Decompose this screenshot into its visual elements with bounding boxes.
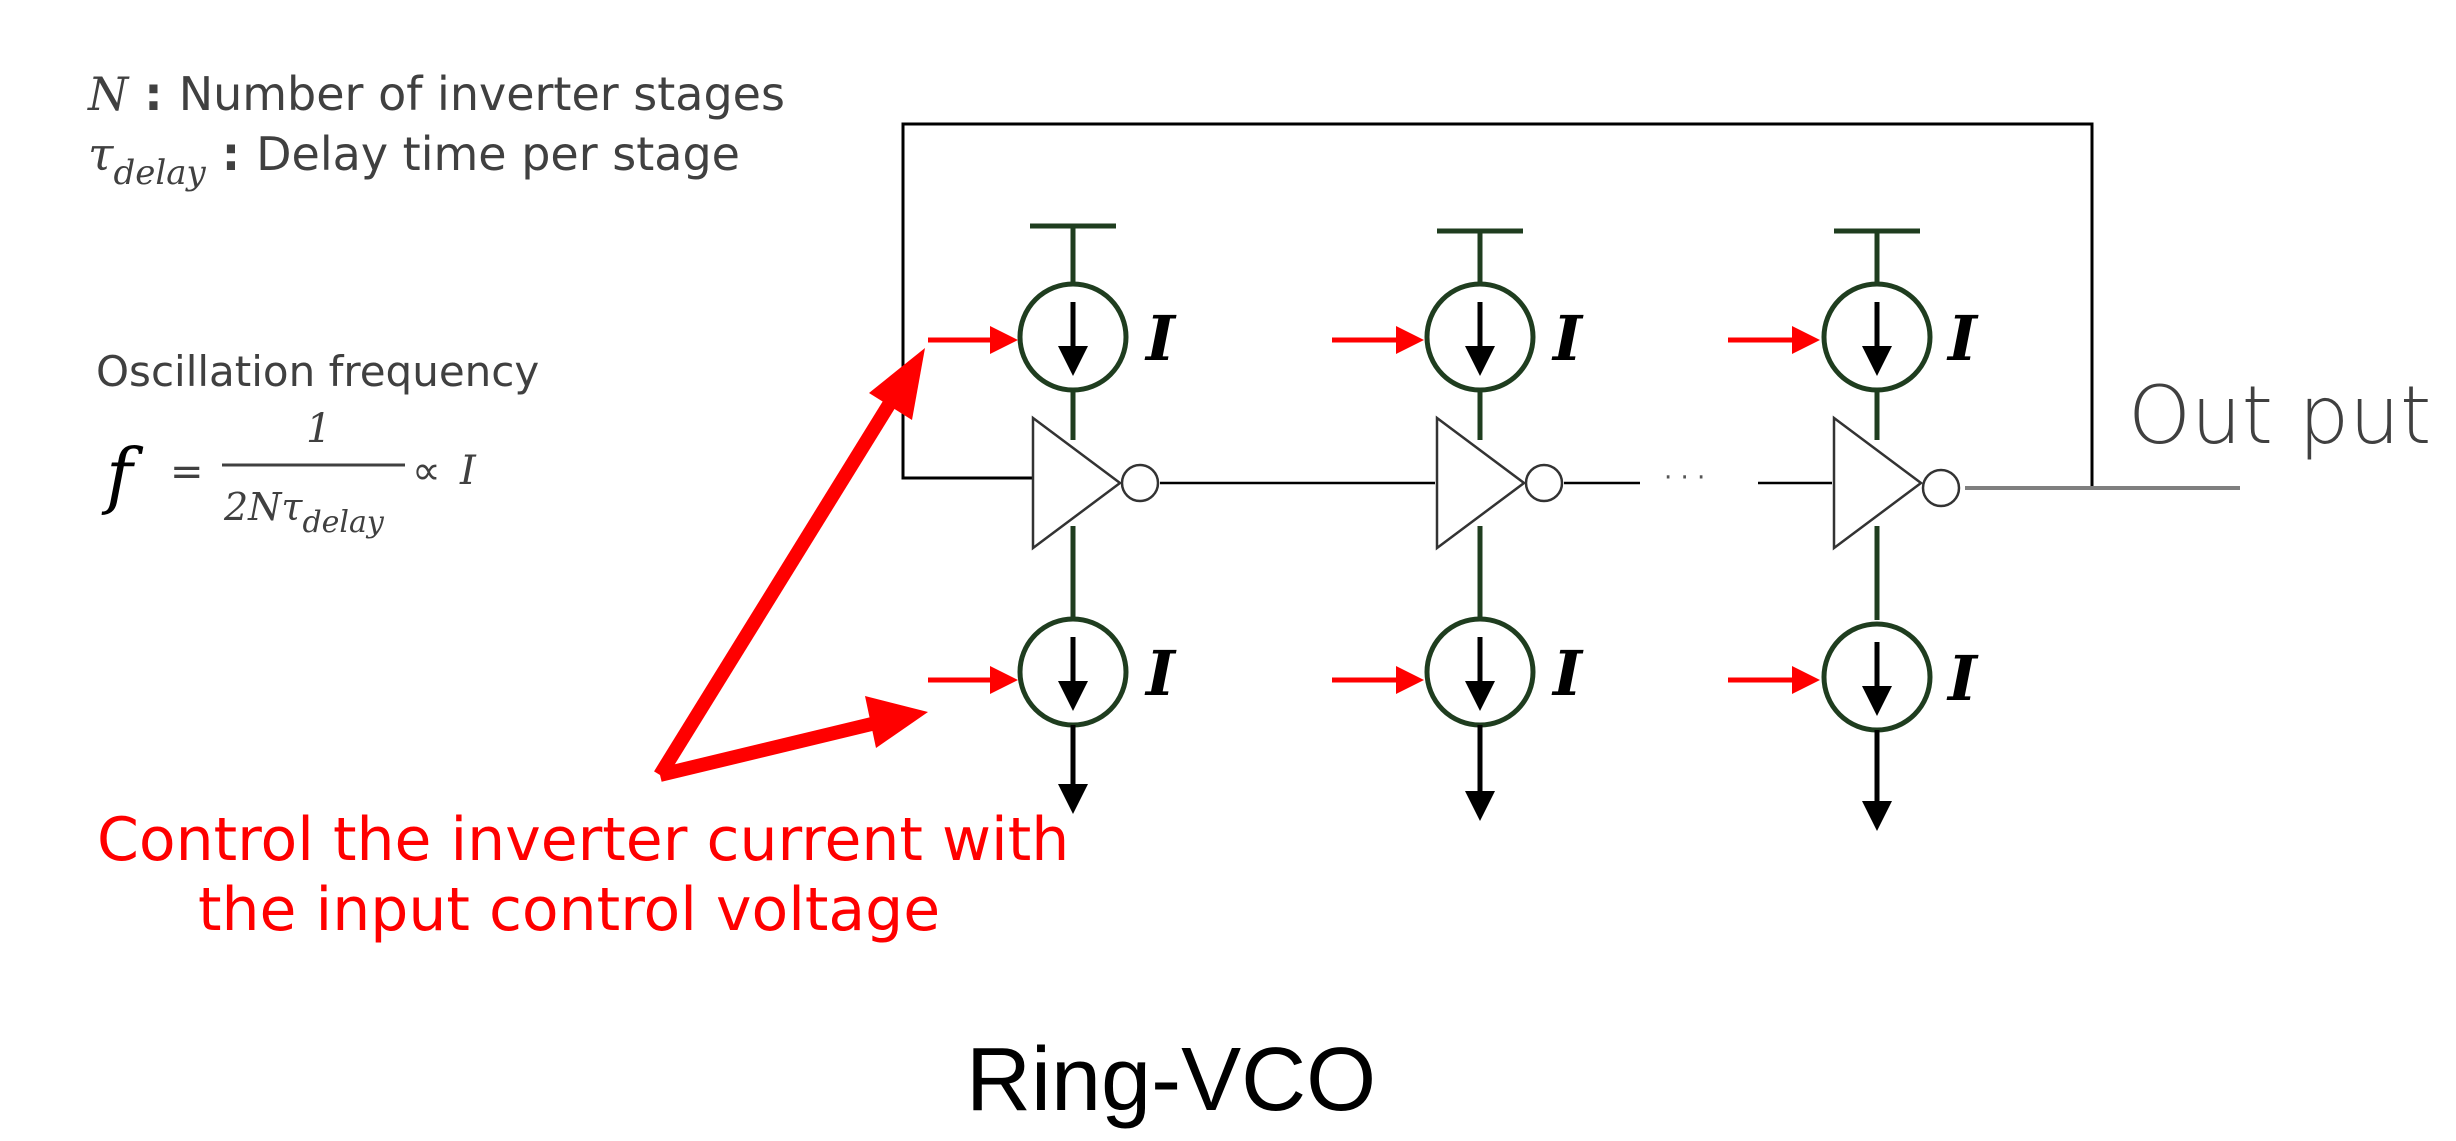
tau-separator: :: [206, 127, 256, 181]
control-arrow-stage1-top: [928, 326, 1018, 354]
inverter-bubble: [1921, 468, 1961, 508]
control-arrow-stage3-top: [1728, 326, 1820, 354]
control-arrow-stage2-bottom: [1332, 666, 1424, 694]
current-label-bottom: I: [1551, 637, 1584, 710]
feedback-loop-wire: [901, 122, 2094, 488]
tau-description: Delay time per stage: [256, 127, 740, 181]
control-arrows: [928, 326, 1820, 694]
formula-numerator: 1: [306, 406, 331, 452]
tau-subscript: delay: [113, 153, 206, 193]
definition-tau: τdelay : Delay time per stage: [88, 127, 740, 193]
denominator-subscript: delay: [302, 505, 384, 540]
current-label-bottom: I: [1144, 637, 1177, 710]
control-arrow-stage3-bottom: [1728, 666, 1820, 694]
formula-label: Oscillation frequency: [96, 347, 539, 396]
inverter-bubble: [1120, 463, 1160, 503]
formula-rhs: I: [459, 448, 477, 494]
annotation-line-2: the input control voltage: [198, 875, 940, 945]
control-arrow-stage1-bottom: [928, 666, 1018, 694]
inverter-triangle: [1435, 415, 1527, 551]
n-symbol: N: [87, 67, 130, 121]
pointer-arrow-lower-shaft: [658, 715, 882, 782]
inverter-triangle: [1031, 415, 1123, 551]
inverter-triangle: [1832, 415, 1924, 551]
pointer-arrow-lower-head: [865, 696, 928, 748]
inverter-bubble: [1524, 463, 1564, 503]
formula-equals: =: [170, 449, 204, 495]
current-label-top: I: [1144, 302, 1177, 375]
annotation-line-1: Control the inverter current with: [97, 805, 1069, 875]
control-arrow-stage2-top: [1332, 326, 1424, 354]
current-label-bottom: I: [1946, 642, 1979, 715]
inverter-stage-2: I I: [1424, 228, 1584, 821]
ellipsis: · · ·: [1664, 463, 1705, 493]
current-label-top: I: [1946, 302, 1979, 375]
denominator-prefix: 2Nτ: [223, 485, 303, 529]
n-description: Number of inverter stages: [179, 67, 785, 121]
diagram-caption: Ring-VCO: [966, 1030, 1376, 1130]
output-label: Out put: [2128, 369, 2431, 462]
inverter-stage-1: I I: [1017, 223, 1177, 814]
formula-f: f: [101, 433, 144, 517]
pointer-arrow-upper-head: [869, 348, 925, 420]
n-separator: :: [128, 67, 178, 121]
tau-symbol: τ: [88, 127, 115, 181]
pointer-arrow-upper-shaft: [654, 386, 904, 779]
inverter-stage-3: I I: [1821, 228, 1979, 831]
current-label-top: I: [1551, 302, 1584, 375]
proportional-symbol: ∝: [412, 448, 441, 494]
pointer-arrows: [654, 348, 928, 782]
definition-n: N : Number of inverter stages: [87, 67, 785, 121]
formula-denominator: 2Nτdelay: [223, 485, 385, 540]
